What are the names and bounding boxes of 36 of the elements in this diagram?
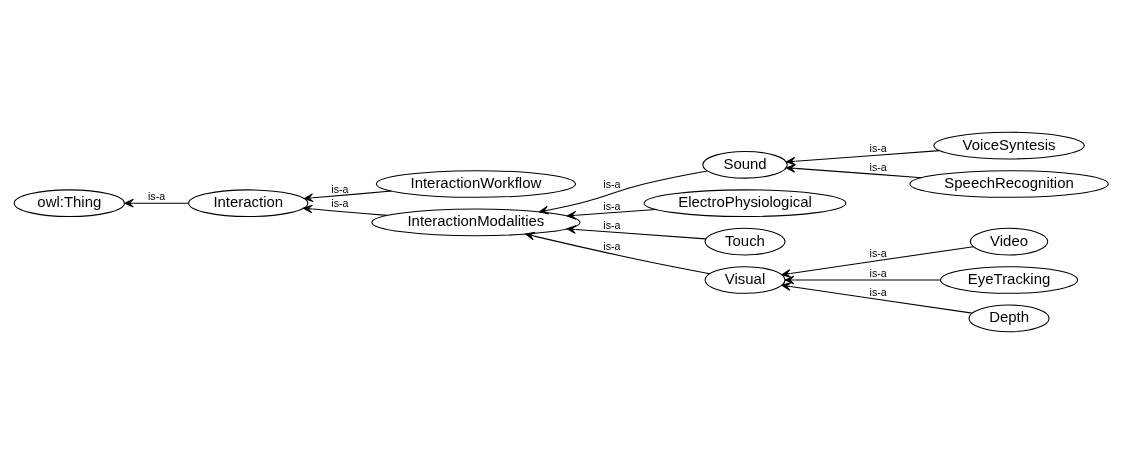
node-ellipse: Sound: [702, 150, 788, 179]
edge-label: is-a: [869, 246, 887, 259]
edge-label: is-a: [603, 218, 621, 231]
edge-label: is-a: [603, 177, 621, 190]
edge-label: is-a: [331, 196, 349, 209]
arrow: [124, 198, 189, 208]
edge-label: is-a: [869, 266, 887, 279]
node-ellipse: owl:Thing: [13, 188, 125, 217]
edge-label: is-a: [869, 141, 887, 154]
node-ellipse: ElectroPhysiological: [643, 188, 847, 217]
edge-label: is-a: [869, 285, 887, 298]
edge-label: is-a: [603, 199, 621, 212]
node-ellipse: Interaction: [188, 188, 309, 217]
arrow: [785, 163, 923, 178]
arrow: [781, 245, 974, 278]
edge-label: is-a: [603, 239, 621, 252]
node-ellipse: SpeechRecognition: [909, 169, 1109, 198]
arrow: [566, 224, 707, 239]
node-ellipse: Touch: [704, 227, 786, 255]
node-ellipse: Visual: [704, 265, 786, 294]
arrow: [781, 281, 973, 314]
arrow: [784, 275, 942, 284]
arrow: [303, 204, 388, 216]
edge-label: is-a: [331, 182, 349, 195]
node-ellipse: EyeTracking: [940, 265, 1079, 294]
edge-label: is-a: [148, 189, 166, 202]
arrow: [303, 190, 393, 202]
arrow: [785, 149, 941, 166]
node-ellipse: Video: [969, 227, 1049, 255]
node-ellipse: InteractionWorkflow: [375, 169, 576, 198]
node-ellipse: VoiceSyntesis: [933, 131, 1085, 159]
edge-label: is-a: [869, 160, 887, 173]
node-ellipse: Depth: [968, 304, 1050, 332]
arrow: [539, 169, 708, 214]
arrow: [566, 208, 657, 220]
arrow: [525, 231, 711, 274]
